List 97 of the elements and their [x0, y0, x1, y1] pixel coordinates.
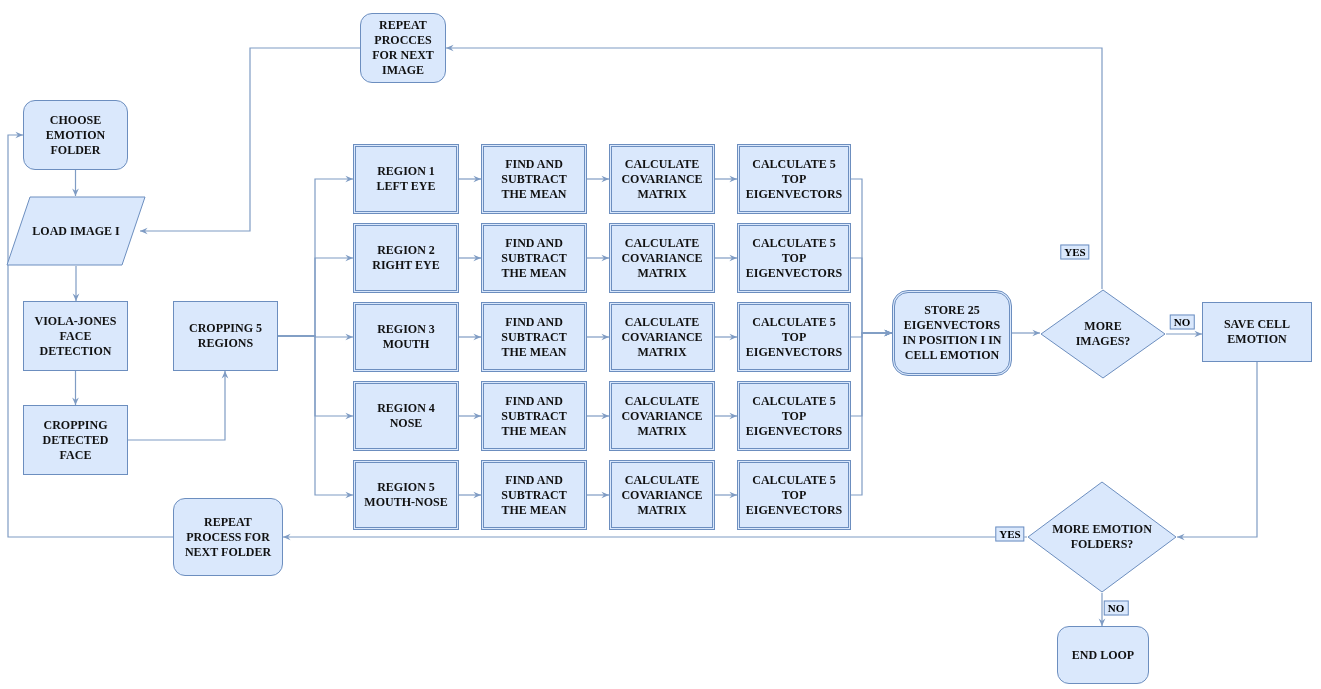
node-label: CALCULATE COVARIANCE MATRIX	[620, 235, 704, 281]
node-label: STORE 25 EIGENVECTORS IN POSITION I IN CELL EMOTION	[901, 303, 1003, 363]
node-label: CHOOSE EMOTION FOLDER	[44, 112, 107, 158]
node-label: SAVE CELL EMOTION	[1222, 317, 1292, 347]
arrow	[139, 47, 361, 235]
node-label: LOAD IMAGE I	[31, 223, 121, 239]
arrow	[850, 329, 893, 496]
edge-label: NO	[1169, 314, 1195, 330]
node-label: REGION 5 MOUTH-NOSE	[363, 480, 449, 510]
node-label: CROPPING 5 REGIONS	[188, 321, 263, 351]
process-box	[609, 381, 715, 451]
arrow	[458, 491, 482, 499]
process-box	[173, 301, 278, 371]
arrow	[277, 335, 354, 499]
process-box	[481, 144, 587, 214]
node-label: CALCULATE 5 TOP EIGENVECTORS	[744, 314, 844, 360]
rounded-process-box	[23, 100, 128, 170]
node-label: CALCULATE 5 TOP EIGENVECTORS	[744, 235, 844, 281]
process-box	[609, 302, 715, 372]
edge-label: NO	[1103, 600, 1129, 616]
node-label: REPEAT PROCESS FOR NEXT FOLDER	[183, 514, 273, 560]
node-label: REGION 2 RIGHT EYE	[371, 243, 441, 273]
arrow	[72, 169, 79, 197]
process-box	[737, 144, 851, 214]
decision-diamond	[1027, 481, 1177, 593]
process-box	[609, 223, 715, 293]
rounded-process-box	[173, 498, 283, 576]
node-label: FIND AND SUBTRACT THE MEAN	[500, 393, 568, 439]
arrow	[72, 370, 79, 406]
process-box	[609, 144, 715, 214]
arrow	[586, 333, 610, 341]
process-box	[737, 460, 851, 530]
process-box	[353, 144, 459, 214]
process-box	[353, 460, 459, 530]
node-label: CALCULATE 5 TOP EIGENVECTORS	[744, 472, 844, 518]
arrow	[714, 412, 738, 420]
arrow	[586, 254, 610, 262]
arrow	[445, 44, 1103, 290]
node-label: FIND AND SUBTRACT THE MEAN	[500, 472, 568, 518]
arrow	[1011, 329, 1041, 337]
node-label: FIND AND SUBTRACT THE MEAN	[500, 156, 568, 202]
node-label: MORE EMOTION FOLDERS?	[1051, 522, 1153, 552]
arrow	[458, 412, 482, 420]
node-label: CALCULATE COVARIANCE MATRIX	[620, 156, 704, 202]
node-label: REGION 1 LEFT EYE	[375, 164, 437, 194]
process-box	[737, 302, 851, 372]
node-label: CROPPING DETECTED FACE	[41, 417, 110, 463]
arrow	[72, 265, 80, 302]
process-box	[609, 460, 715, 530]
process-box	[481, 223, 587, 293]
node-label: END LOOP	[1070, 647, 1136, 663]
node-label: VIOLA-JONES FACE DETECTION	[33, 313, 118, 359]
arrow	[1165, 330, 1203, 338]
edge-label: YES	[995, 526, 1025, 542]
process-box	[1202, 302, 1312, 362]
rounded-process-box	[1057, 626, 1149, 684]
arrow	[458, 333, 482, 341]
arrow	[586, 175, 610, 183]
arrow	[714, 491, 738, 499]
node-label: CALCULATE 5 TOP EIGENVECTORS	[744, 156, 844, 202]
arrow	[1176, 361, 1258, 541]
process-box	[737, 223, 851, 293]
node-label: MORE IMAGES?	[1074, 319, 1132, 349]
arrow	[458, 254, 482, 262]
node-label: FIND AND SUBTRACT THE MEAN	[500, 235, 568, 281]
node-label: CALCULATE COVARIANCE MATRIX	[620, 393, 704, 439]
node-label: CALCULATE COVARIANCE MATRIX	[620, 314, 704, 360]
arrow	[127, 370, 229, 441]
arrow	[714, 175, 738, 183]
process-box	[481, 381, 587, 451]
process-box	[353, 302, 459, 372]
node-label: REGION 3 MOUTH	[376, 322, 436, 352]
node-label: CALCULATE COVARIANCE MATRIX	[620, 472, 704, 518]
process-box	[353, 381, 459, 451]
arrow	[282, 533, 1028, 541]
input-parallelogram	[6, 196, 146, 266]
node-label: CALCULATE 5 TOP EIGENVECTORS	[744, 393, 844, 439]
process-box	[481, 460, 587, 530]
arrow	[714, 254, 738, 262]
arrow	[458, 175, 482, 183]
arrow	[7, 131, 174, 538]
arrow	[714, 333, 738, 341]
arrow	[586, 412, 610, 420]
process-box	[481, 302, 587, 372]
rounded-process-box	[892, 290, 1012, 376]
decision-diamond	[1040, 289, 1166, 379]
rounded-process-box	[360, 13, 446, 83]
edge-label: YES	[1060, 244, 1090, 260]
arrow	[586, 491, 610, 499]
process-box	[737, 381, 851, 451]
process-box	[23, 405, 128, 475]
node-label: FIND AND SUBTRACT THE MEAN	[500, 314, 568, 360]
process-box	[353, 223, 459, 293]
process-box	[23, 301, 128, 371]
node-label: REGION 4 NOSE	[376, 401, 436, 431]
arrow	[1098, 592, 1106, 627]
node-label: REPEAT PROCCES FOR NEXT IMAGE	[371, 18, 435, 78]
